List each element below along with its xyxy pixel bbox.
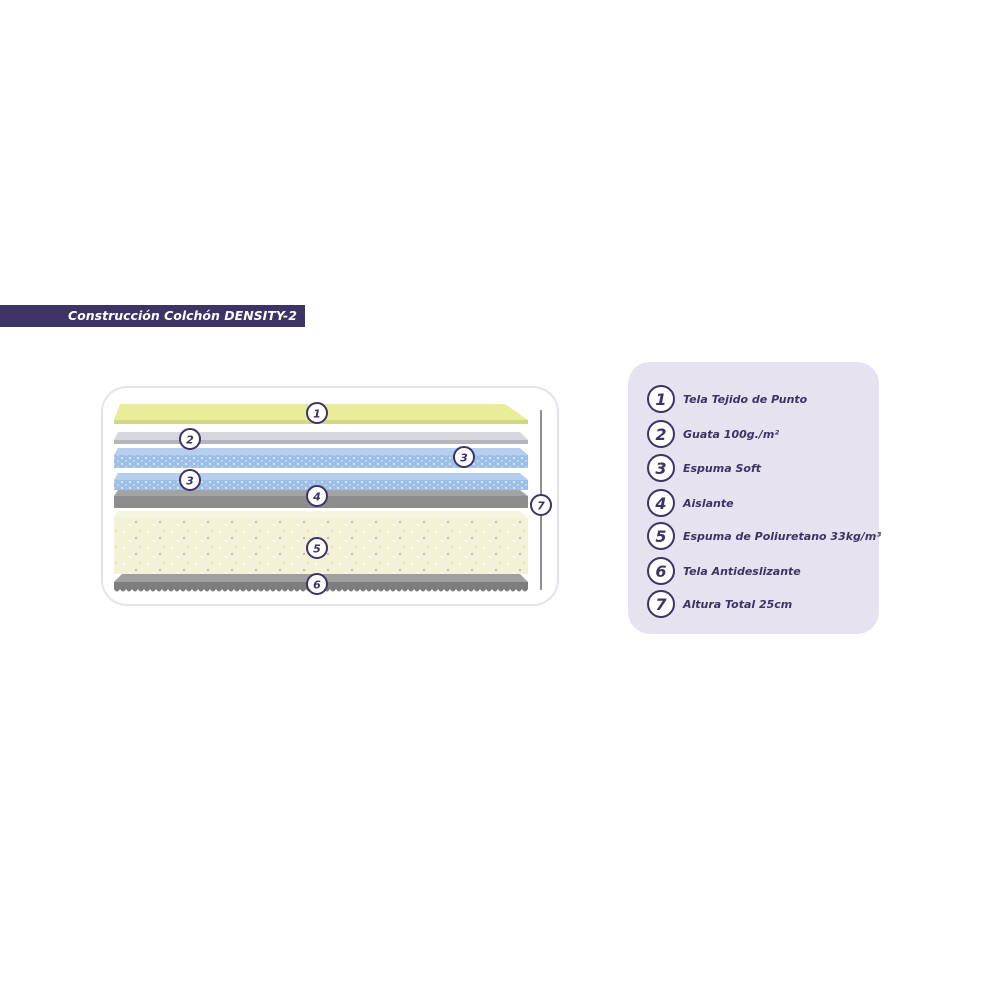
legend-label: Espuma de Poliuretano 33kg/m³ bbox=[683, 529, 882, 543]
legend-number-badge: 1 bbox=[647, 385, 675, 413]
svg-text:6: 6 bbox=[313, 579, 321, 592]
legend-number-badge: 3 bbox=[647, 454, 675, 482]
legend-number-badge: 6 bbox=[647, 557, 675, 585]
layer-soft-foam-top bbox=[114, 448, 528, 468]
callout-6: 6 bbox=[306, 573, 328, 595]
legend-item-2: 2 Guata 100g./m² bbox=[647, 420, 779, 448]
callout-1: 1 bbox=[306, 402, 328, 424]
title-banner bbox=[0, 305, 305, 327]
legend-label: Aislante bbox=[683, 496, 734, 510]
svg-text:1: 1 bbox=[313, 408, 321, 421]
legend-label: Altura Total 25cm bbox=[683, 597, 793, 611]
callout-5: 5 bbox=[306, 537, 328, 559]
legend-item-6: 6 Tela Antideslizante bbox=[647, 557, 801, 585]
callout-2: 2 bbox=[179, 428, 201, 450]
legend-item-3: 3 Espuma Soft bbox=[647, 454, 761, 482]
legend-label: Tela Antideslizante bbox=[683, 564, 801, 578]
svg-text:3: 3 bbox=[186, 475, 194, 488]
svg-text:5: 5 bbox=[313, 543, 321, 556]
legend-label: Guata 100g./m² bbox=[683, 427, 780, 441]
svg-text:7: 7 bbox=[537, 500, 545, 513]
callout-7: 7 bbox=[530, 494, 552, 516]
legend-label: Tela Tejido de Punto bbox=[683, 392, 808, 406]
callout-4: 4 bbox=[306, 485, 328, 507]
legend-item-7: 7 Altura Total 25cm bbox=[647, 590, 792, 618]
legend-item-4: 4 Aislante bbox=[647, 489, 734, 517]
legend-number-badge: 5 bbox=[647, 522, 675, 550]
legend-item-1: 1 Tela Tejido de Punto bbox=[647, 385, 807, 413]
svg-text:2: 2 bbox=[186, 434, 194, 447]
legend-number-badge: 4 bbox=[647, 489, 675, 517]
legend-number-badge: 2 bbox=[647, 420, 675, 448]
legend-item-5: 5 Espuma de Poliuretano 33kg/m³ bbox=[647, 522, 881, 550]
callout-3-right: 3 bbox=[453, 446, 475, 468]
layer-wadding bbox=[114, 432, 528, 444]
callout-3-left: 3 bbox=[179, 469, 201, 491]
svg-text:3: 3 bbox=[460, 452, 468, 465]
legend-number-badge: 7 bbox=[647, 590, 675, 618]
layer-soft-foam-bottom bbox=[114, 473, 528, 490]
page-title: Construcción Colchón DENSITY-2 bbox=[68, 308, 297, 323]
legend-label: Espuma Soft bbox=[683, 461, 762, 475]
svg-text:4: 4 bbox=[312, 491, 321, 504]
